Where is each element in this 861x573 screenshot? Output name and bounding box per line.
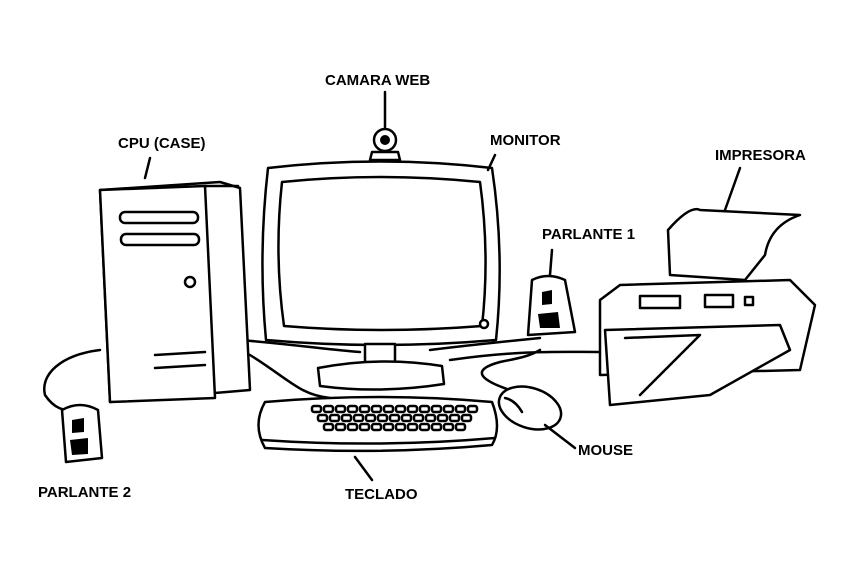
- keyboard-key: [418, 422, 431, 432]
- keyboard-key: [334, 422, 347, 432]
- keyboard-key: [454, 422, 467, 432]
- keyboard-key: [388, 413, 401, 423]
- keyboard-key: [418, 404, 431, 414]
- keyboard-key: [346, 422, 359, 432]
- monitor: [261, 160, 501, 391]
- keyboard-key: [406, 422, 419, 432]
- keyboard-key: [370, 422, 383, 432]
- keyboard-key: [460, 413, 473, 423]
- keyboard-key: [340, 413, 353, 423]
- keyboard-key: [406, 404, 419, 414]
- keyboard-key: [346, 404, 359, 414]
- cpu-case: [98, 180, 252, 404]
- keyboard-key: [442, 422, 455, 432]
- keyboard-key: [358, 404, 371, 414]
- keyboard-key: [436, 413, 449, 423]
- keyboard-key: [322, 404, 335, 414]
- leader-lines: [143, 90, 742, 482]
- label-cpu: CPU (CASE): [118, 135, 206, 152]
- keyboard-key: [424, 413, 437, 423]
- keyboard-key: [430, 404, 443, 414]
- speaker-1: [526, 274, 577, 337]
- mouse: [497, 385, 563, 431]
- keyboard-key: [322, 422, 335, 432]
- label-mouse: MOUSE: [578, 442, 634, 459]
- keyboard-key: [328, 413, 341, 423]
- keyboard-key: [466, 404, 479, 414]
- printer: [598, 207, 817, 407]
- cables: [43, 336, 602, 412]
- keyboard-key: [454, 404, 467, 414]
- keyboard-key: [316, 413, 329, 423]
- speaker-2: [60, 403, 104, 464]
- keyboard-key: [442, 404, 455, 414]
- keyboard-key: [430, 422, 443, 432]
- label-monitor: MONITOR: [490, 132, 561, 149]
- keyboard-key: [370, 404, 383, 414]
- label-keyboard: TECLADO: [345, 486, 418, 503]
- label-speaker-1: PARLANTE 1: [542, 226, 636, 243]
- label-webcam: CAMARA WEB: [325, 72, 431, 89]
- keyboard-key: [364, 413, 377, 423]
- keyboard-key: [394, 422, 407, 432]
- keyboard-key: [376, 413, 389, 423]
- keyboard-key: [412, 413, 425, 423]
- keyboard-key: [334, 404, 347, 414]
- keyboard-key: [358, 422, 371, 432]
- keyboard-key: [448, 413, 461, 423]
- webcam: [368, 127, 402, 162]
- keyboard-key: [382, 422, 395, 432]
- keyboard: [257, 395, 499, 453]
- label-speaker-2: PARLANTE 2: [38, 484, 132, 501]
- keyboard-key: [310, 404, 323, 414]
- keyboard-key: [352, 413, 365, 423]
- keyboard-key: [394, 404, 407, 414]
- keyboard-key: [400, 413, 413, 423]
- label-printer: IMPRESORA: [715, 147, 806, 164]
- keyboard-key: [382, 404, 395, 414]
